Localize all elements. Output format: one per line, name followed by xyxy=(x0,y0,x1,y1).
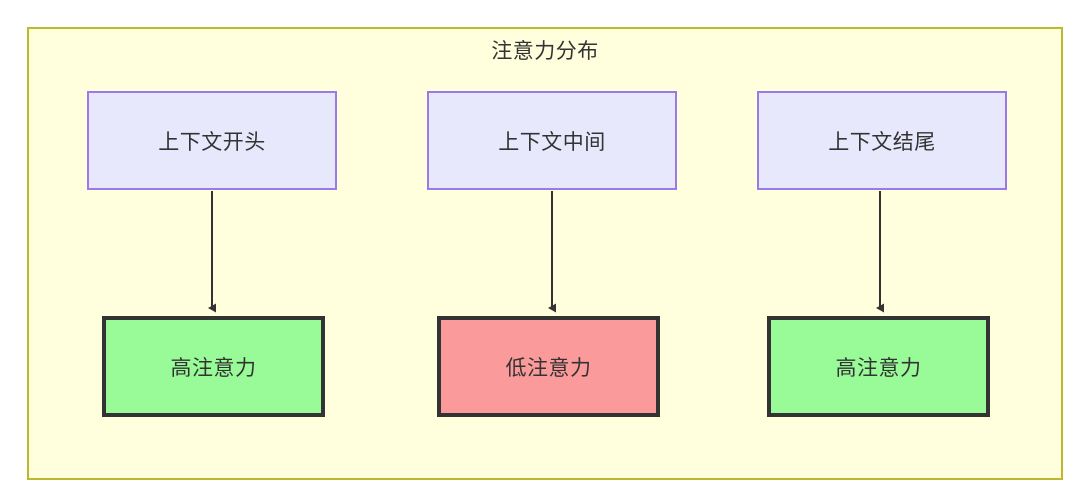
subgraph-title: 注意力分布 xyxy=(491,40,599,63)
node-context-start[interactable]: 上下文开头 xyxy=(87,91,337,190)
node-high-attention-start[interactable]: 高注意力 xyxy=(102,316,325,417)
node-context-middle[interactable]: 上下文中间 xyxy=(427,91,677,190)
node-high-attention-end[interactable]: 高注意力 xyxy=(767,316,990,417)
node-context-end[interactable]: 上下文结尾 xyxy=(757,91,1007,190)
node-low-attention-middle[interactable]: 低注意力 xyxy=(437,316,660,417)
